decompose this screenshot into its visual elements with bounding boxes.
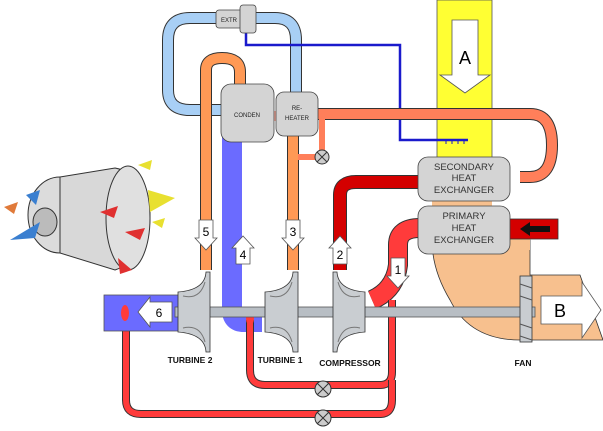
label-secondary-hx-2: HEAT bbox=[452, 173, 477, 184]
flow-arrow-4: 4 bbox=[231, 235, 255, 265]
label-extractor: EXTR bbox=[221, 18, 238, 24]
fan: FAN bbox=[515, 275, 533, 368]
primary-loop bbox=[367, 219, 421, 309]
inset-arrow-yellow-1-icon bbox=[138, 160, 152, 170]
exhaust-flame bbox=[121, 305, 129, 321]
flow-arrow-b: B bbox=[540, 280, 602, 340]
inset-arrow-red-1-icon bbox=[100, 206, 118, 218]
primary-heat-exchanger: PRIMARY HEAT EXCHANGER bbox=[417, 205, 511, 255]
orange-loop bbox=[201, 52, 245, 270]
inset-arrow-blue-small-icon bbox=[26, 190, 40, 205]
label-condenser: CONDEN bbox=[234, 113, 260, 119]
control-line bbox=[244, 30, 468, 142]
primary-inlet-arrow-icon bbox=[520, 222, 550, 236]
engine-3d-inset bbox=[4, 160, 175, 274]
secondary-heat-exchanger: SECONDARY HEAT EXCHANGER bbox=[417, 156, 511, 202]
label-compressor: COMPRESSOR bbox=[319, 358, 380, 368]
extractor: EXTR bbox=[215, 4, 257, 34]
flow-label-2: 2 bbox=[337, 248, 344, 262]
turbine-2: TURBINE 2 bbox=[168, 271, 213, 365]
fan-duct bbox=[431, 239, 603, 341]
control-line-tips bbox=[445, 140, 465, 144]
flow-label-a: A bbox=[459, 48, 471, 68]
label-primary-hx-2: HEAT bbox=[452, 223, 477, 234]
valve-bypass-outer-x-icon bbox=[316, 411, 330, 425]
label-primary-hx-1: PRIMARY bbox=[442, 211, 486, 222]
flow-label-b: B bbox=[554, 301, 566, 321]
condensate-line bbox=[222, 130, 262, 332]
extraction-loop-left bbox=[163, 13, 222, 115]
flow-label-6: 6 bbox=[156, 306, 163, 320]
label-secondary-hx-3: EXCHANGER bbox=[434, 185, 494, 196]
valve-reheat-x-icon bbox=[316, 151, 328, 163]
flow-label-4: 4 bbox=[240, 248, 247, 262]
flow-arrow-6: 6 bbox=[137, 295, 173, 329]
flow-arrow-1: 1 bbox=[386, 257, 410, 289]
label-primary-hx-3: EXCHANGER bbox=[434, 235, 494, 246]
compressor-outlet bbox=[334, 176, 420, 270]
flow-label-1: 1 bbox=[395, 263, 402, 277]
inset-arrow-red-2-icon bbox=[125, 228, 145, 240]
compressor: COMPRESSOR bbox=[319, 271, 381, 368]
reheater: RE- HEATER bbox=[275, 91, 319, 137]
label-secondary-hx-1: SECONDARY bbox=[434, 162, 495, 173]
extraction-loop-right bbox=[256, 13, 301, 95]
label-turbine-2: TURBINE 2 bbox=[168, 355, 213, 365]
flow-arrow-5: 5 bbox=[194, 219, 218, 251]
inset-arrow-orange-icon bbox=[4, 202, 18, 214]
valve-bypass-inner-x-icon bbox=[316, 382, 330, 396]
flow-arrow-2: 2 bbox=[328, 235, 352, 265]
inset-arrow-yellow-3-icon bbox=[152, 218, 165, 228]
label-reheater-1: RE- bbox=[292, 106, 302, 112]
inset-arrow-blue-large-icon bbox=[10, 222, 40, 240]
flow-arrow-a: A bbox=[438, 19, 492, 94]
label-reheater-2: HEATER bbox=[285, 116, 310, 122]
label-fan: FAN bbox=[515, 358, 532, 368]
reheat-loop bbox=[318, 109, 558, 182]
bypass-loop-outer bbox=[123, 320, 395, 417]
inset-arrow-yellow-2-icon bbox=[148, 190, 175, 212]
turbine-1: TURBINE 1 bbox=[258, 271, 303, 365]
condenser: CONDEN bbox=[220, 83, 275, 143]
inset-arrow-red-3-icon bbox=[118, 258, 132, 274]
label-turbine-1: TURBINE 1 bbox=[258, 355, 303, 365]
flow-arrow-3: 3 bbox=[281, 219, 305, 251]
flow-label-3: 3 bbox=[290, 225, 297, 239]
flow-label-5: 5 bbox=[203, 225, 210, 239]
